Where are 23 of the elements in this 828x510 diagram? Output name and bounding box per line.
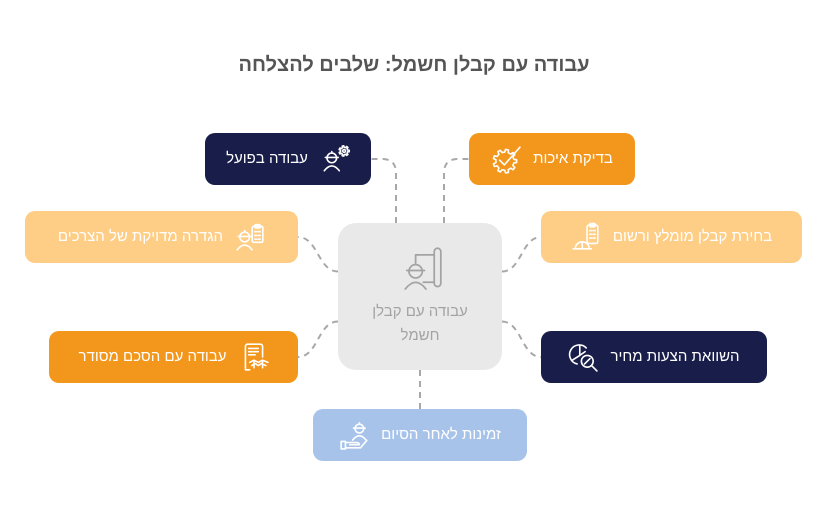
dashed-connector [298,320,338,358]
central-topic-box [338,223,502,370]
step-label: השוואת הצעות מחיר [610,347,740,367]
step-label: בדיקת איכות [533,149,613,169]
step-box [49,331,298,383]
step-box [541,331,767,383]
step-box [313,409,527,461]
dashed-connector [371,158,397,223]
dashed-connector [419,370,421,409]
step-box [205,133,371,185]
step-box [541,211,802,263]
step-box [469,133,635,185]
dashed-connector [443,158,469,223]
step-label: בחירת קבלן מומלץ ורשום [612,227,772,247]
step-label: הגדרה מדויקת של הצרכים [58,227,224,247]
dashed-connector [298,236,338,272]
step-label: עבודה עם הסכם מסודר [78,347,226,367]
dashed-connector [502,320,542,358]
central-topic-label: עבודה עם קבלן חשמל [371,302,469,346]
step-box [25,211,298,263]
diagram-title: עבודה עם קבלן חשמל: שלבים להצלחה [238,54,590,76]
step-label: עבודה בפועל [226,149,308,169]
step-label: זמינות לאחר הסיום [381,425,501,445]
